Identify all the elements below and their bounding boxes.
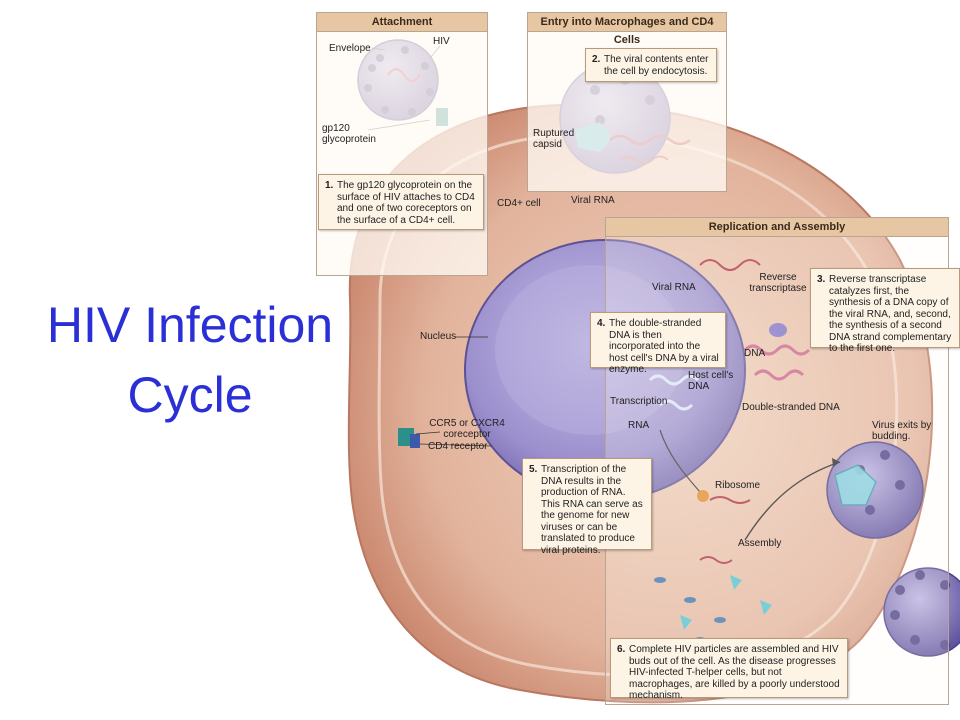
label-rna: RNA <box>628 420 650 431</box>
entry-panel: Entry into Macrophages and CD4 Cells <box>527 12 727 192</box>
label-ribosome: Ribosome <box>715 480 761 491</box>
attachment-panel: Attachment <box>316 12 488 276</box>
label-hiv: HIV <box>433 36 450 47</box>
step-1-note: 1. The gp120 glycoprotein on the surface… <box>318 174 484 230</box>
label-ruptured-capsid: Ruptured capsid <box>533 128 575 150</box>
label-host-dna: Host cell's DNA <box>688 370 734 392</box>
label-viral-rna-nucleus: Viral RNA <box>652 282 696 293</box>
label-assembly: Assembly <box>738 538 782 549</box>
label-transcription: Transcription <box>610 396 668 407</box>
label-reverse-transcriptase: Reverse transcriptase <box>749 272 807 294</box>
replication-panel-title: Replication and Assembly <box>606 218 948 237</box>
label-cd4-receptor: CD4 receptor <box>428 441 488 452</box>
reverse-transcriptase-enzyme <box>769 323 787 337</box>
step-5-note: 5. Transcription of the DNA results in t… <box>522 458 652 556</box>
replication-panel: Replication and Assembly <box>605 217 949 705</box>
label-gp120: gp120 glycoprotein <box>322 123 376 145</box>
entry-panel-title: Entry into Macrophages and CD4 Cells <box>528 13 726 46</box>
label-double-stranded-dna: Double-stranded DNA <box>742 402 840 413</box>
label-dna: DNA <box>744 348 766 359</box>
label-viral-rna-entry: Viral RNA <box>571 195 615 206</box>
attachment-panel-title: Attachment <box>317 13 487 32</box>
step-6-note: 6. Complete HIV particles are assembled … <box>610 638 848 701</box>
label-cd4-cell: CD4+ cell <box>497 198 541 209</box>
label-ccr5: CCR5 or CXCR4 coreceptor <box>429 418 505 440</box>
step-3-note: 3. Reverse transcriptase catalyzes first… <box>810 268 960 354</box>
label-virus-exits: Virus exits by budding. <box>872 420 932 442</box>
ribosome <box>697 490 709 502</box>
step-4-note: 4. The double-stranded DNA is then incor… <box>590 312 726 375</box>
new-capsid <box>834 464 877 506</box>
label-envelope: Envelope <box>329 43 371 54</box>
label-nucleus: Nucleus <box>420 331 457 342</box>
step-2-note: 2. The viral contents enter the cell by … <box>585 48 717 82</box>
budding-virus-right <box>826 441 924 539</box>
page-title-line1: HIV Infection <box>46 297 334 353</box>
page-title-line2: Cycle <box>127 367 253 423</box>
